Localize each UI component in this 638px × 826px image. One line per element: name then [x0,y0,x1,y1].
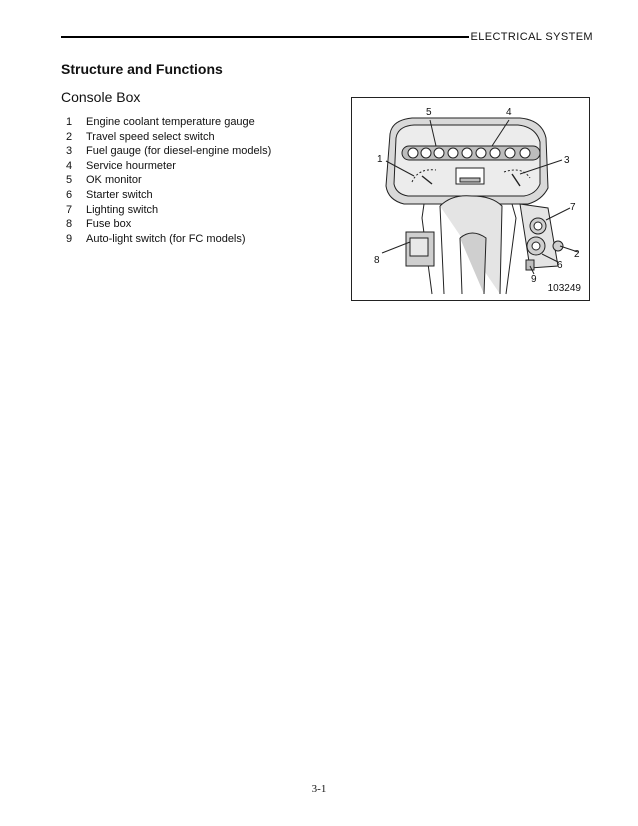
callout-7: 7 [570,202,576,213]
figure-id: 103249 [547,283,581,294]
legend-number: 1 [66,116,73,128]
callout-8: 8 [374,255,380,266]
callout-2: 2 [574,249,580,260]
legend-label: Service hourmeter [86,159,176,172]
legend-item: 6 Starter switch [66,188,271,203]
callout-3: 3 [564,155,570,166]
legend-item: 7 Lighting switch [66,203,271,218]
legend-label: Travel speed select switch [86,130,215,143]
legend-number: 6 [66,188,73,201]
legend-number: 8 [66,218,73,231]
legend-label: Fuse box [86,218,132,231]
legend-item: 9 Auto-light switch (for FC models) [66,232,271,247]
legend-item: 2 Travel speed select switch [66,130,271,145]
legend-number: 9 [66,232,73,245]
page-number: 3-1 [311,783,327,795]
legend-item: 4 Service hourmeter [66,159,271,174]
legend-item: 1 Engine coolant temperature gauge [66,115,271,130]
header-rule [61,36,469,38]
legend-number: 4 [66,159,73,172]
parts-legend: 1 Engine coolant temperature gauge 2 Trave… [66,115,271,246]
callout-6: 6 [557,260,563,271]
legend-number: 5 [66,174,73,187]
legend-item: 5 OK monitor [66,173,271,188]
console-box-drawing [381,117,579,295]
legend-label: Engine coolant temperature gauge [86,116,255,128]
page-subheading: Console Box [61,89,141,105]
legend-label: Lighting switch [86,203,159,216]
callout-1: 1 [377,154,383,165]
legend-label: Fuel gauge (for diesel-engine models) [86,145,272,158]
page-heading: Structure and Functions [61,61,223,77]
console-box-figure: 5 4 1 3 7 8 2 6 9 103249 [351,97,590,301]
section-title: ELECTRICAL SYSTEM [470,31,593,43]
callout-9: 9 [531,274,537,285]
legend-number: 2 [66,130,73,143]
legend-item: 3 Fuel gauge (for diesel-engine models) [66,144,271,159]
legend-item: 8 Fuse box [66,217,271,232]
legend-label: Auto-light switch (for FC models) [86,232,246,245]
legend-number: 3 [66,145,73,158]
callout-5: 5 [426,107,432,118]
legend-label: OK monitor [86,174,142,187]
callout-4: 4 [506,107,512,118]
legend-label: Starter switch [86,188,153,201]
legend-number: 7 [66,203,73,216]
